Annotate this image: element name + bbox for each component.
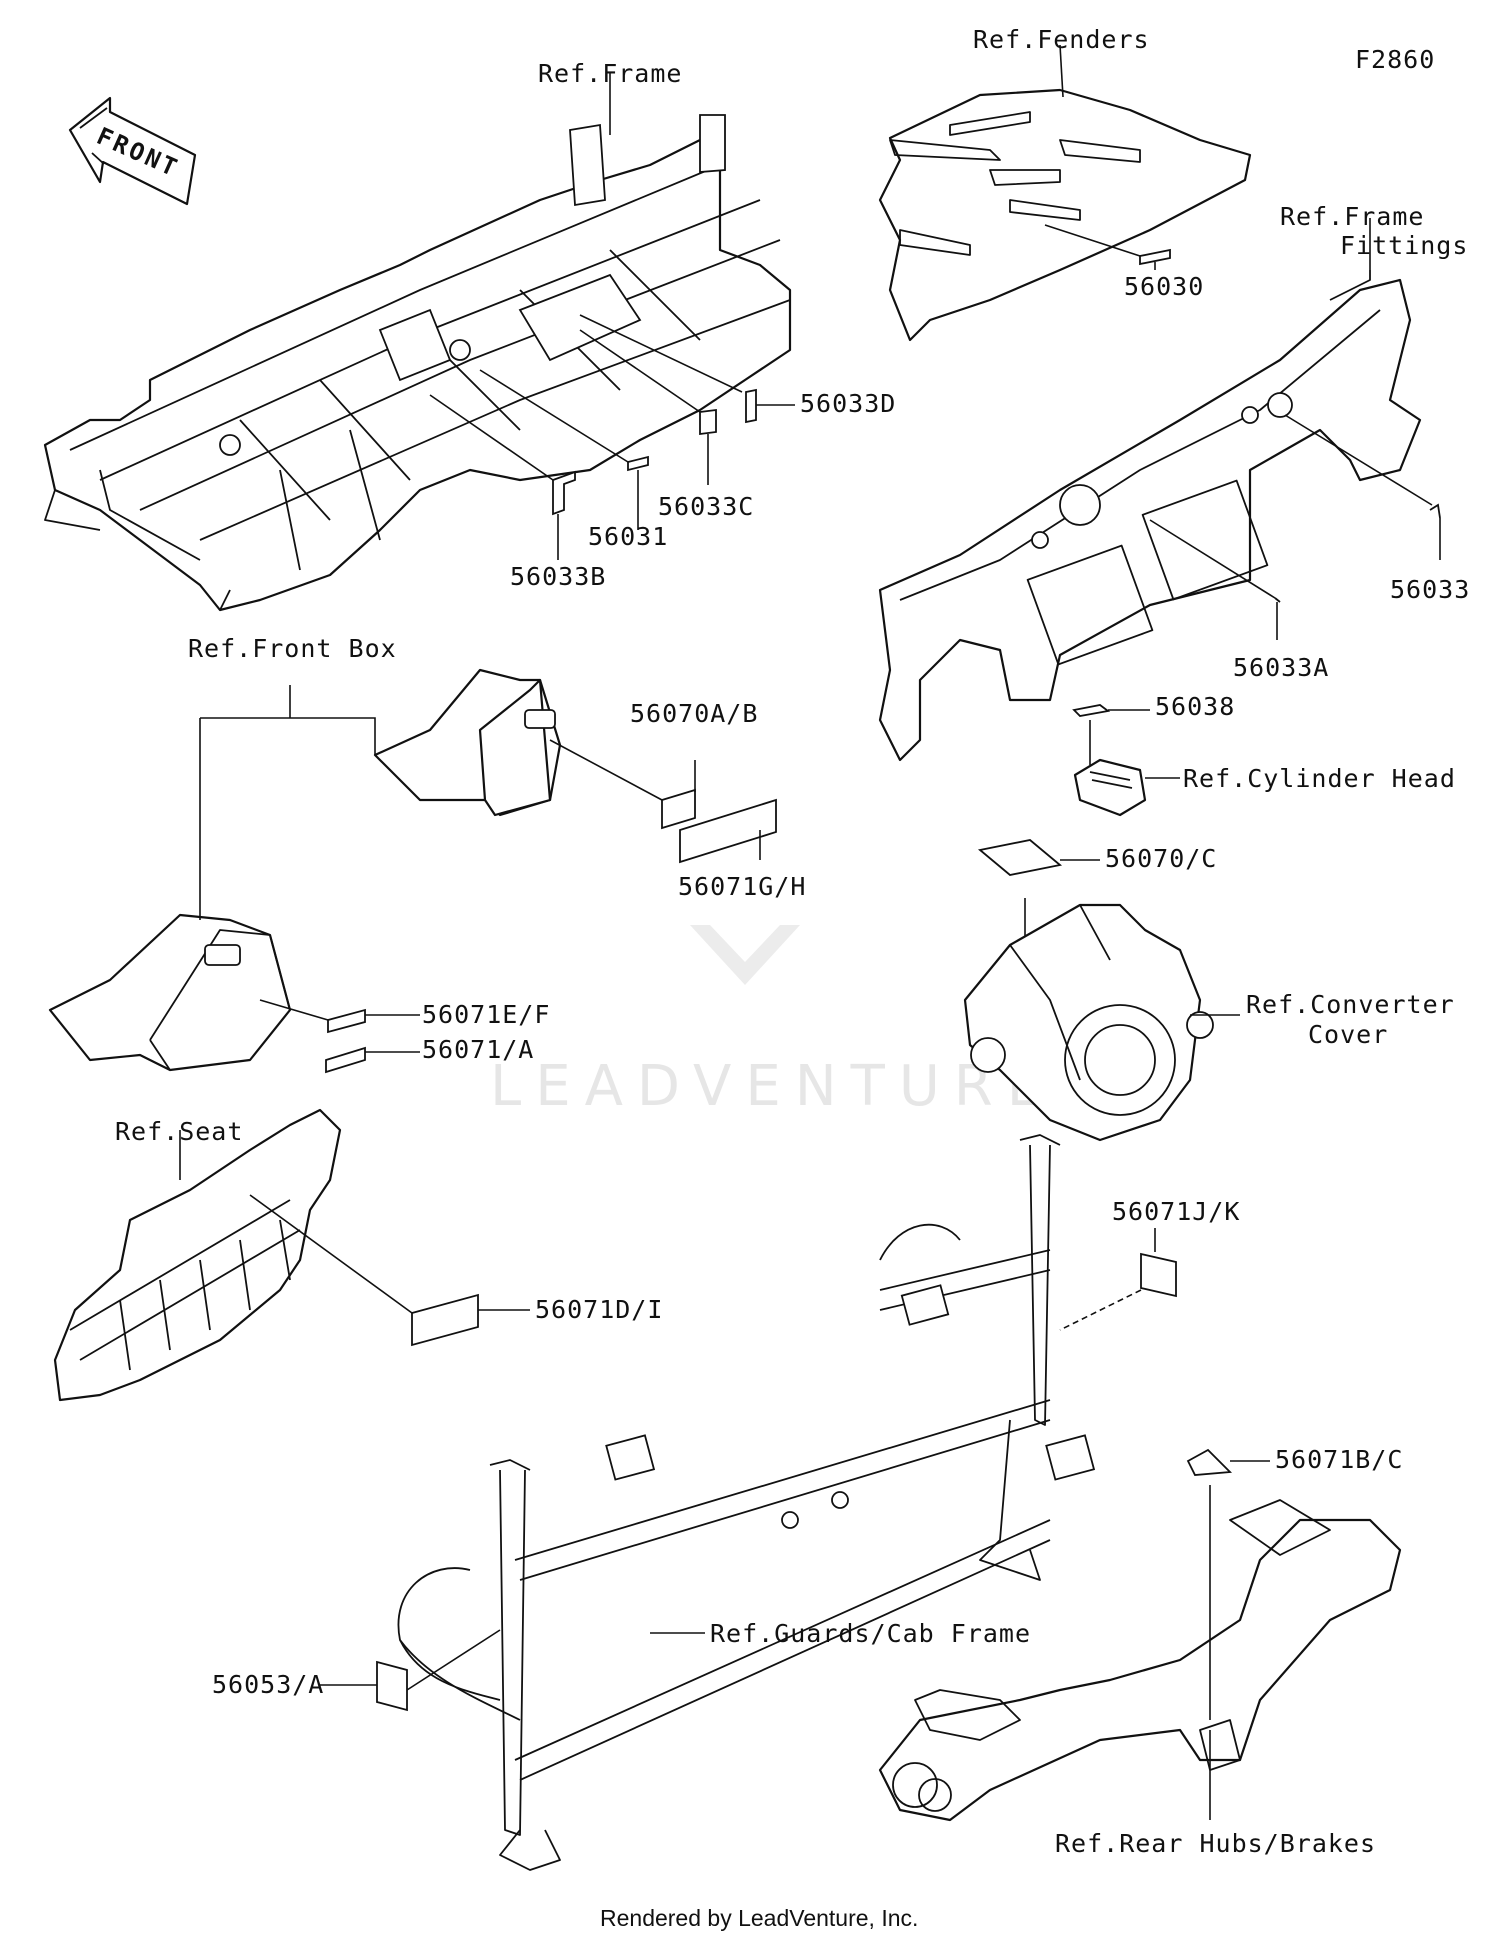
decal-56070A/B	[661, 788, 696, 830]
leader-56070A/B	[549, 739, 696, 801]
decal-56071J/K	[1140, 1252, 1177, 1298]
part-56071/A: 56071/A	[422, 1035, 534, 1064]
part-56071E/F: 56071E/F	[422, 1000, 550, 1029]
leader-56038	[1089, 709, 1150, 765]
leader-56033D	[579, 314, 795, 406]
frame-fittings-illustration	[878, 270, 1422, 762]
decal-56033B	[552, 470, 576, 516]
rear-hubs-brakes-illustration	[878, 1499, 1402, 1822]
decal-56070/C	[977, 839, 1063, 876]
ref-rear-hubs-brakes: Ref.Rear Hubs/Brakes	[1055, 1829, 1376, 1858]
decal-56031	[627, 455, 649, 472]
part-56033: 56033	[1390, 575, 1470, 604]
part-56071D/I: 56071D/I	[535, 1295, 663, 1324]
leader-56071J/K	[1059, 1289, 1142, 1331]
part-56033B: 56033B	[510, 562, 606, 591]
decal-56030	[1139, 248, 1171, 266]
ref-seat: Ref.Seat	[115, 1117, 243, 1146]
part-56070A/B: 56070A/B	[630, 699, 758, 728]
seat-illustration	[53, 1108, 342, 1402]
part-56033D: 56033D	[800, 389, 896, 418]
part-56070/C: 56070/C	[1105, 844, 1217, 873]
watermark-text: LEADVENTURE	[490, 1054, 1056, 1119]
guards-cab-frame-illustration	[397, 1134, 1096, 1871]
ref-converter-cover-1: Ref.Converter	[1246, 990, 1455, 1019]
leader-56071B/C	[1209, 1460, 1270, 1720]
decal-56038	[1072, 704, 1111, 717]
part-56030: 56030	[1124, 272, 1204, 301]
leader-56030	[1044, 224, 1156, 270]
watermark-logo	[690, 925, 800, 985]
part-56071J/K: 56071J/K	[1112, 1197, 1240, 1226]
decal-56071G/H	[679, 798, 777, 864]
ref-guards-cab-frame: Ref.Guards/Cab Frame	[710, 1619, 1031, 1648]
leader-56033A	[1149, 519, 1278, 640]
decal-56053/A	[376, 1660, 408, 1712]
watermark: LEADVENTURE	[490, 925, 1056, 1119]
decal-56071D/I	[411, 1293, 479, 1347]
cylinder-head-illustration	[1073, 758, 1147, 817]
fenders-illustration	[878, 88, 1252, 342]
part-56033C: 56033C	[658, 492, 754, 521]
decal-56033A	[1274, 597, 1281, 603]
decal-56033C	[699, 408, 717, 436]
leader-56071E/F	[259, 999, 420, 1021]
ref-converter-cover-2: Cover	[1308, 1020, 1388, 1049]
ref-front-box: Ref.Front Box	[188, 634, 397, 663]
footer-credit: Rendered by LeadVenture, Inc.	[600, 1905, 918, 1931]
part-56071B/C: 56071B/C	[1275, 1445, 1403, 1474]
part-56071G/H: 56071G/H	[678, 872, 806, 901]
front-arrow: FRONT	[68, 96, 197, 206]
converter-cover-illustration	[963, 903, 1214, 1142]
leader-fenders	[1059, 44, 1064, 98]
decal-56071/A	[325, 1046, 366, 1074]
front-box-illustration	[48, 668, 562, 1072]
decal-56033D	[745, 388, 757, 424]
decal-56033	[1429, 503, 1441, 519]
ref-frame: Ref.Frame	[538, 59, 682, 88]
frame-decals	[552, 388, 757, 516]
decal-56071B/C	[1186, 1448, 1233, 1476]
leader-56031	[479, 369, 639, 530]
frame-illustration	[43, 114, 792, 612]
part-56038: 56038	[1155, 692, 1235, 721]
leader-56033C	[579, 329, 709, 485]
leader-56071D/I	[249, 1194, 530, 1314]
ref-frame-fittings-2: Fittings	[1340, 231, 1468, 260]
ref-frame-fittings-1: Ref.Frame	[1280, 202, 1424, 231]
ref-fenders: Ref.Fenders	[973, 25, 1150, 54]
leader-56033	[1284, 414, 1441, 560]
part-56033A: 56033A	[1233, 653, 1329, 682]
decal-56071E/F	[327, 1008, 366, 1034]
leader-56033B	[429, 394, 559, 560]
leader-56053/A	[320, 1629, 501, 1691]
diagram-id: F2860	[1355, 45, 1435, 74]
part-56031: 56031	[588, 522, 668, 551]
leader-front-box	[199, 685, 376, 920]
part-56053/A: 56053/A	[212, 1670, 324, 1699]
ref-cylinder-head: Ref.Cylinder Head	[1183, 764, 1456, 793]
